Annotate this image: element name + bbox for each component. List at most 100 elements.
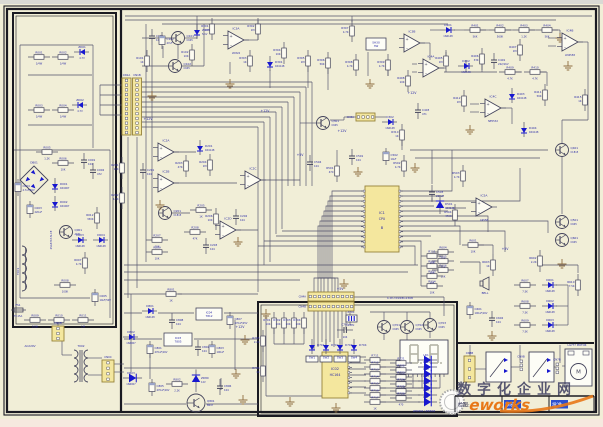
component-label: 1M [205, 28, 209, 32]
component-label: 1M [301, 60, 305, 64]
component-label: LM324 [232, 51, 241, 55]
component-label: R601 [469, 238, 477, 242]
component-label: 2.2K [254, 340, 260, 344]
component-label: 1M [457, 100, 461, 104]
regulator-ic-SW1: SW1 [305, 355, 319, 363]
component-label: CPU [379, 217, 386, 221]
component-label: 10K [430, 290, 435, 294]
component-label: IC2D [224, 217, 232, 221]
component-label: R603 [482, 260, 490, 264]
component-label: IC3A [233, 27, 241, 31]
ground-symbol [557, 259, 567, 269]
component-label: – [160, 155, 162, 160]
ground-symbol [339, 279, 349, 289]
component-label: R308 [345, 60, 353, 64]
component-label: C4558 [480, 218, 489, 222]
component-label: LD4 [423, 374, 429, 378]
component-label: C002 [97, 168, 105, 172]
component-label: C504 [314, 160, 322, 164]
component-label: D701 [317, 343, 325, 347]
component-label: R501 [326, 166, 334, 170]
component-label: Q501 [571, 218, 579, 222]
component-label: 1N4148 [443, 35, 453, 38]
component-label: C503 [436, 190, 444, 194]
component-label: 1N4148 [545, 290, 555, 293]
component-label: 1/4W [60, 61, 67, 65]
component-label: 1M [81, 324, 85, 328]
motor-M: M [564, 348, 593, 387]
watermark-en-text: eworks [468, 396, 531, 414]
component-label: +12V [261, 109, 271, 113]
component-label: 1N4148 [145, 316, 155, 319]
component-label: R714 [371, 374, 379, 378]
component-label: 1M [251, 28, 255, 32]
component-label: 220uF [35, 211, 43, 214]
component-label: R006 [59, 156, 67, 160]
component-label: R001 [35, 50, 43, 54]
ground-symbol [465, 125, 475, 135]
component-label: R705 [252, 336, 260, 340]
component-label: 222/1KV [498, 62, 509, 66]
component-label: R801 [167, 287, 175, 291]
wire [399, 220, 549, 233]
component-label: 471 [422, 112, 427, 116]
component-label: – [406, 46, 408, 51]
component-label: C502 [391, 153, 399, 157]
component-label: 4.7V [79, 57, 85, 60]
component-label: R402 [496, 23, 504, 27]
component-label: + [229, 33, 232, 38]
component-label: C102 [167, 37, 175, 41]
component-label: R305 [297, 56, 305, 60]
component-label: +12V [338, 129, 348, 133]
component-label: R202 [111, 193, 119, 197]
component-label: 2.2K [531, 260, 537, 264]
ground-symbol [147, 91, 157, 101]
ground-symbol [240, 335, 250, 345]
component-label: R726 [397, 391, 405, 395]
component-label: 1.2K [521, 34, 527, 38]
component-label: X701 [347, 310, 354, 314]
component-label: D603 [546, 318, 554, 322]
component-label: CN8B [466, 351, 474, 355]
net-label-C.P.U KS58C2308: C.P.U KS58C2308 [387, 296, 413, 300]
component-label: 104 [176, 322, 181, 326]
component-label: Q102 [184, 62, 192, 66]
component-label: HC164 [330, 373, 341, 377]
component-label: R208 [191, 225, 199, 229]
component-label: R711 [371, 353, 379, 357]
component-label: – [160, 186, 162, 191]
net-label-+12V: +12V [144, 117, 154, 121]
component-label: R301 [201, 24, 209, 28]
connector-CN8B: CN8B [463, 351, 476, 383]
component-label: 7812 [205, 314, 212, 318]
component-label: D002 [60, 200, 68, 204]
connector-CN3A: CN3A [347, 112, 376, 122]
component-label: IC4B [567, 29, 574, 33]
net-label-+12V: +12V [261, 109, 271, 113]
ground-symbol [331, 403, 341, 413]
component-label: 1N4148 [517, 97, 527, 100]
component-label: 4.7K [379, 64, 385, 68]
